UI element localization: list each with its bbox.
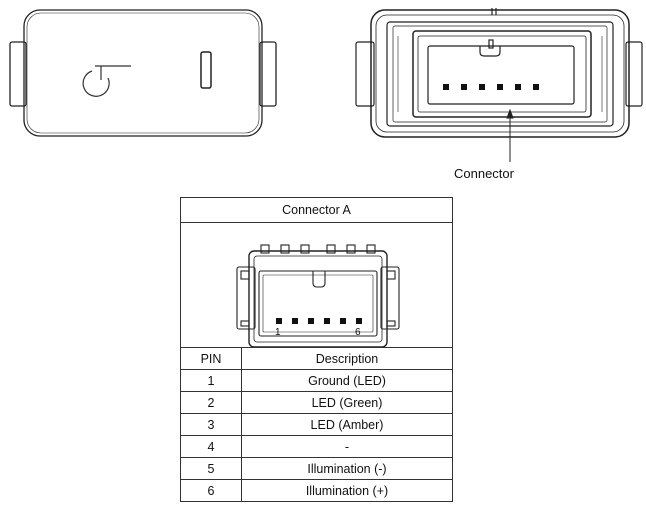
table-row: 1 Ground (LED)	[181, 369, 452, 392]
connector-a-diagram: 1 6	[181, 223, 452, 348]
connector-callout-line	[506, 108, 514, 162]
pin-number-6-label: 6	[355, 327, 361, 338]
table-row: 4 -	[181, 435, 452, 458]
description-cell: Illumination (+)	[241, 479, 452, 501]
connector-a-table: Connector A	[180, 197, 453, 502]
description-cell: Illumination (-)	[241, 457, 452, 480]
pin-cell: 1	[181, 369, 242, 392]
rear-pin	[533, 84, 539, 90]
connector-callout-label: Connector	[454, 166, 514, 181]
pin-cell: 2	[181, 391, 242, 414]
connector-a-pins	[276, 318, 362, 324]
table-row: 5 Illumination (-)	[181, 457, 452, 480]
eco-mode-icon	[82, 65, 131, 97]
table-row: 3 LED (Amber)	[181, 413, 452, 436]
description-cell: -	[241, 435, 452, 458]
rear-pin	[497, 84, 503, 90]
pin-column-header: PIN	[181, 348, 242, 370]
pin-cell: 4	[181, 435, 242, 458]
connector-a-pin-5	[340, 318, 346, 324]
connector-a-pin-1	[276, 318, 282, 324]
description-cell: Ground (LED)	[241, 369, 452, 392]
switch-front-view	[9, 9, 277, 137]
connector-a-housing	[236, 244, 400, 347]
switch-drawings	[9, 8, 643, 162]
connector-a-title: Connector A	[181, 198, 452, 223]
rear-pin	[443, 84, 449, 90]
table-header-row: PIN Description	[181, 348, 452, 370]
switch-rear-view	[355, 8, 643, 138]
pin-cell: 5	[181, 457, 242, 480]
pin-description-table: PIN Description 1 Ground (LED) 2 LED (Gr…	[181, 348, 452, 501]
rear-connector-pins	[443, 84, 539, 90]
connector-a-pin-6	[356, 318, 362, 324]
description-cell: LED (Green)	[241, 391, 452, 414]
rear-pin	[461, 84, 467, 90]
table-row: 2 LED (Green)	[181, 391, 452, 414]
indicator-led-window	[200, 51, 212, 89]
table-row: 6 Illumination (+)	[181, 479, 452, 501]
pin-cell: 3	[181, 413, 242, 436]
connector-a-pin-4	[324, 318, 330, 324]
rear-pin	[515, 84, 521, 90]
rear-pin	[479, 84, 485, 90]
description-cell: LED (Amber)	[241, 413, 452, 436]
connector-a-pin-3	[308, 318, 314, 324]
pin-cell: 6	[181, 479, 242, 501]
pin-number-1-label: 1	[275, 327, 281, 338]
description-column-header: Description	[241, 348, 452, 370]
connector-a-pin-2	[292, 318, 298, 324]
